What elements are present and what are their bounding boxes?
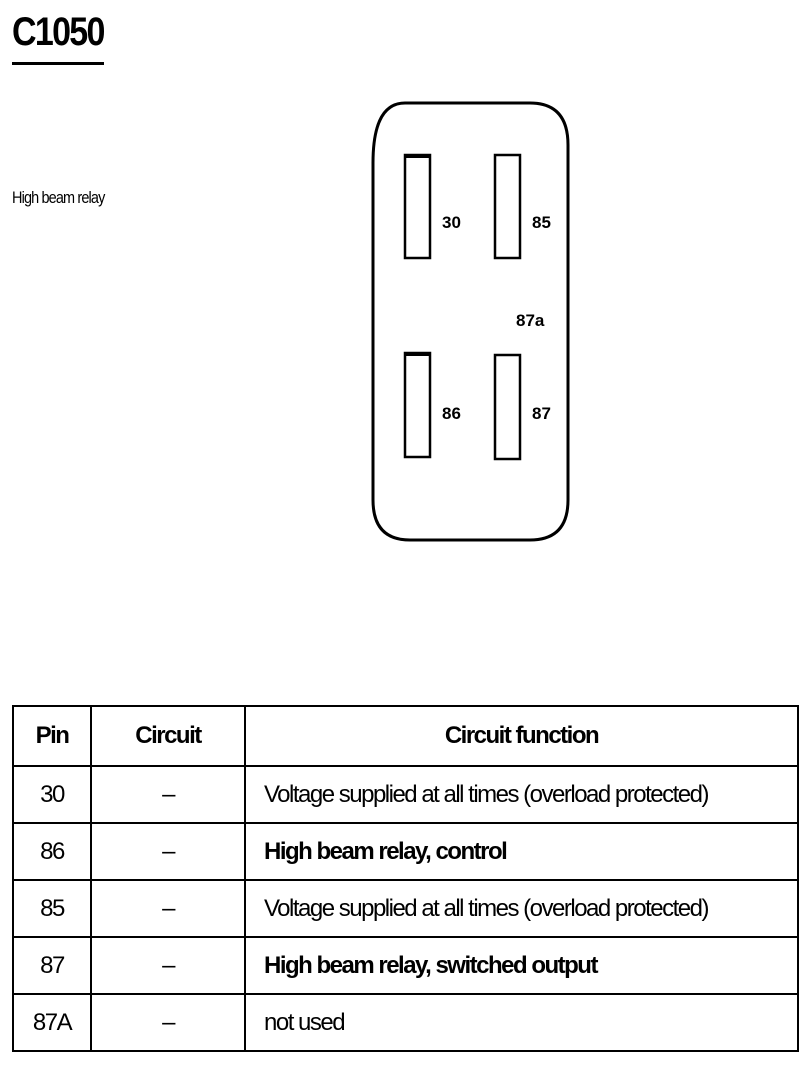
table-row: 30 – Voltage supplied at all times (over…	[12, 765, 799, 824]
table-header-row: Pin Circuit Circuit function	[12, 705, 799, 767]
terminal-30	[403, 153, 432, 260]
pin-label-87a: 87a	[516, 311, 545, 330]
pin-label-86: 86	[442, 404, 461, 423]
terminal-85	[493, 153, 522, 260]
terminal-30-top-edge	[405, 154, 430, 158]
column-header-pin: Pin	[12, 705, 92, 767]
terminal-87	[493, 353, 522, 461]
pin-label-85: 85	[532, 213, 551, 232]
function-cell: High beam relay, switched output	[244, 936, 799, 995]
function-cell: Voltage supplied at all times (overload …	[244, 765, 799, 824]
terminal-86-top-edge	[405, 352, 430, 356]
function-cell: not used	[244, 993, 799, 1052]
circuit-cell: –	[90, 765, 246, 824]
circuit-cell: –	[90, 879, 246, 938]
circuit-cell: –	[90, 822, 246, 881]
table-row: 86 – High beam relay, control	[12, 822, 799, 881]
table-row: 87 – High beam relay, switched output	[12, 936, 799, 995]
function-cell: High beam relay, control	[244, 822, 799, 881]
column-header-circuit: Circuit	[90, 705, 246, 767]
table-row: 87A – not used	[12, 993, 799, 1052]
function-cell: Voltage supplied at all times (overload …	[244, 879, 799, 938]
circuit-cell: –	[90, 936, 246, 995]
pin-cell: 86	[12, 822, 92, 881]
pin-cell: 87	[12, 936, 92, 995]
pin-label-30: 30	[442, 213, 461, 232]
component-label: High beam relay	[12, 188, 105, 207]
title-underline	[12, 62, 104, 65]
pin-label-87: 87	[532, 404, 551, 423]
connector-title: C1050	[12, 10, 105, 54]
connector-outline	[371, 101, 570, 542]
table-row: 85 – Voltage supplied at all times (over…	[12, 879, 799, 938]
pin-cell: 87A	[12, 993, 92, 1052]
pin-cell: 85	[12, 879, 92, 938]
relay-connector-diagram: 30 85 87a 86 87	[371, 101, 570, 542]
column-header-circuit-function: Circuit function	[244, 705, 799, 767]
circuit-cell: –	[90, 993, 246, 1052]
terminal-86	[403, 351, 432, 459]
pin-cell: 30	[12, 765, 92, 824]
pin-function-table: Pin Circuit Circuit function 30 – Voltag…	[12, 705, 799, 1052]
